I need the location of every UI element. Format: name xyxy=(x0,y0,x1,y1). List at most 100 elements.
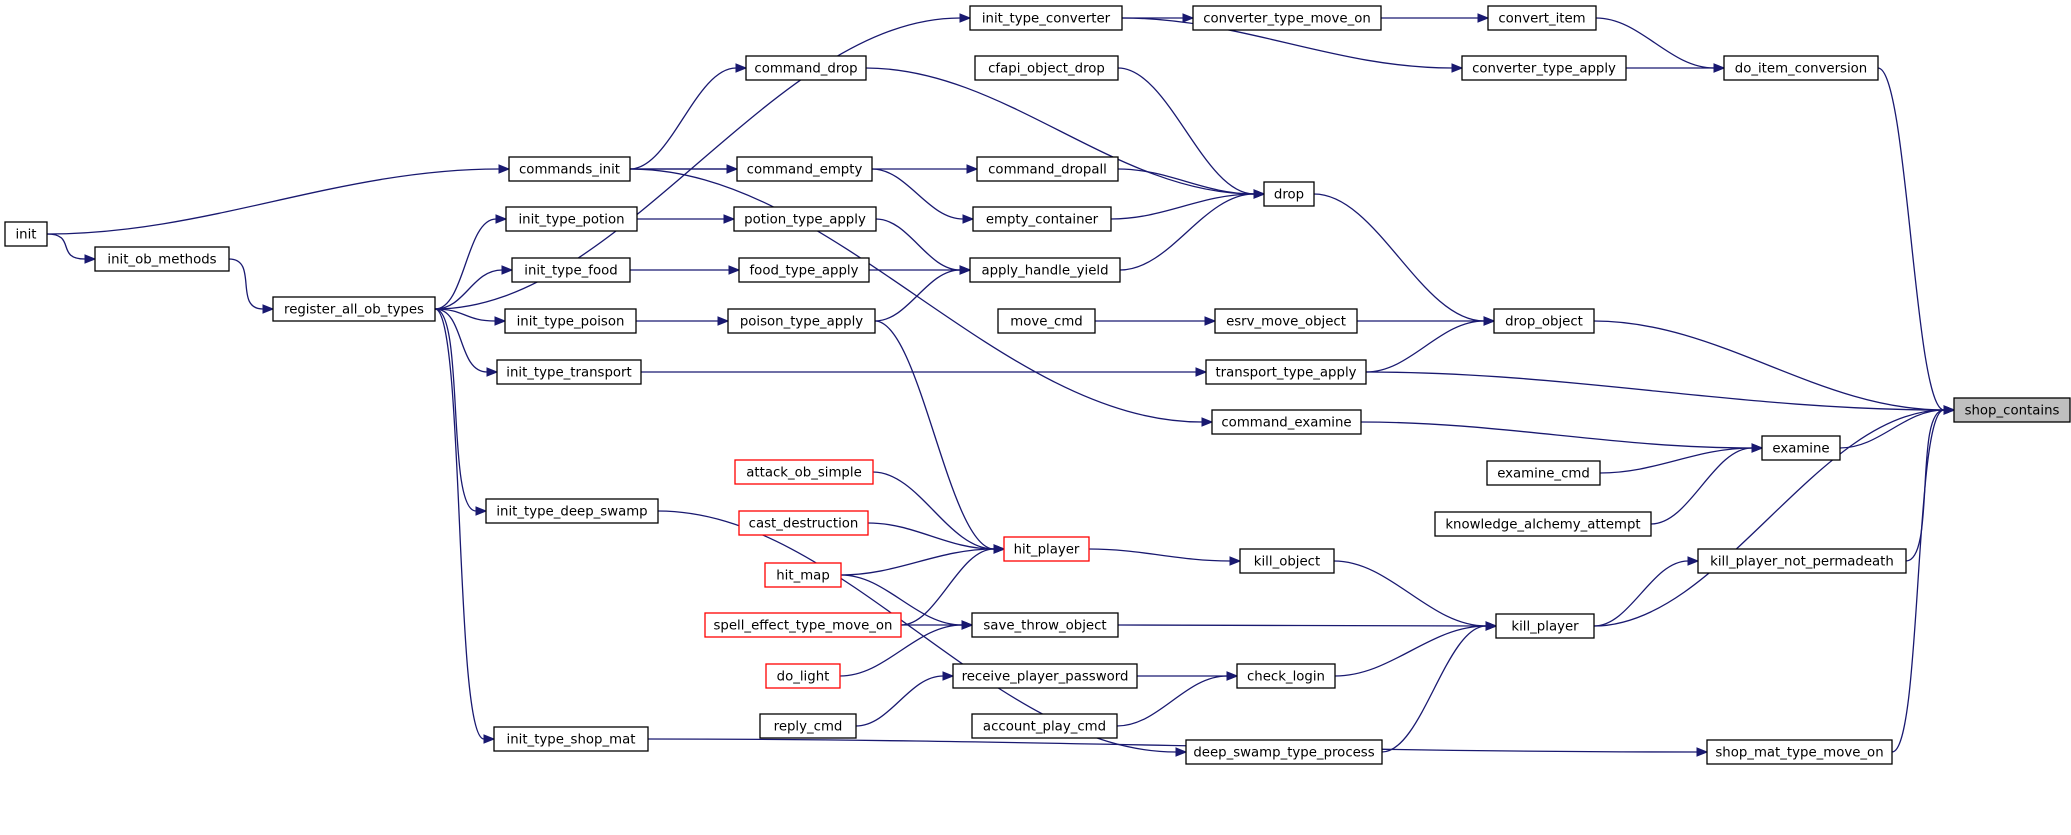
node-command_examine[interactable]: command_examine xyxy=(1211,409,1362,435)
node-box-examine_cmd[interactable] xyxy=(1486,460,1601,486)
node-box-examine[interactable] xyxy=(1761,435,1841,461)
node-box-food_type_apply[interactable] xyxy=(738,257,870,283)
node-examine_cmd[interactable]: examine_cmd xyxy=(1486,460,1601,486)
node-hit_map[interactable]: hit_map xyxy=(764,562,842,588)
node-spell_effect_type_move_on[interactable]: spell_effect_type_move_on xyxy=(704,612,902,638)
node-box-account_play_cmd[interactable] xyxy=(971,713,1118,739)
node-attack_ob_simple[interactable]: attack_ob_simple xyxy=(734,459,874,485)
node-box-command_drop[interactable] xyxy=(745,55,867,81)
node-do_light[interactable]: do_light xyxy=(765,663,841,689)
node-box-drop[interactable] xyxy=(1263,181,1315,207)
node-account_play_cmd[interactable]: account_play_cmd xyxy=(971,713,1118,739)
node-command_drop[interactable]: command_drop xyxy=(745,55,867,81)
node-box-cfapi_object_drop[interactable] xyxy=(974,55,1119,81)
node-box-converter_type_apply[interactable] xyxy=(1461,55,1627,81)
node-box-empty_container[interactable] xyxy=(972,206,1112,232)
node-poison_type_apply[interactable]: poison_type_apply xyxy=(727,308,876,334)
node-drop_object[interactable]: drop_object xyxy=(1493,308,1595,334)
node-examine[interactable]: examine xyxy=(1761,435,1841,461)
node-init_type_transport[interactable]: init_type_transport xyxy=(496,359,642,385)
node-box-init_type_food[interactable] xyxy=(511,257,631,283)
node-box-init[interactable] xyxy=(4,221,48,247)
node-box-init_type_converter[interactable] xyxy=(969,5,1123,31)
node-box-receive_player_password[interactable] xyxy=(952,663,1138,689)
node-box-convert_item[interactable] xyxy=(1487,5,1597,31)
node-box-attack_ob_simple[interactable] xyxy=(734,459,874,485)
node-food_type_apply[interactable]: food_type_apply xyxy=(738,257,870,283)
node-box-register_all_ob_types[interactable] xyxy=(272,296,436,322)
node-box-do_item_conversion[interactable] xyxy=(1723,55,1879,81)
node-box-drop_object[interactable] xyxy=(1493,308,1595,334)
node-box-commands_init[interactable] xyxy=(508,156,631,182)
node-do_item_conversion[interactable]: do_item_conversion xyxy=(1723,55,1879,81)
node-box-check_login[interactable] xyxy=(1236,663,1336,689)
node-box-converter_type_move_on[interactable] xyxy=(1192,5,1382,31)
node-deep_swamp_type_process[interactable]: deep_swamp_type_process xyxy=(1185,739,1383,765)
node-box-init_type_shop_mat[interactable] xyxy=(493,726,649,752)
node-box-kill_object[interactable] xyxy=(1239,548,1335,574)
node-cfapi_object_drop[interactable]: cfapi_object_drop xyxy=(974,55,1119,81)
node-box-shop_mat_type_move_on[interactable] xyxy=(1706,739,1893,765)
node-box-cast_destruction[interactable] xyxy=(738,510,869,536)
node-box-kill_player_not_permadeath[interactable] xyxy=(1697,548,1907,574)
node-transport_type_apply[interactable]: transport_type_apply xyxy=(1205,359,1367,385)
node-kill_player[interactable]: kill_player xyxy=(1495,613,1595,639)
node-box-knowledge_alchemy_attempt[interactable] xyxy=(1434,511,1652,537)
node-save_throw_object[interactable]: save_throw_object xyxy=(971,612,1119,638)
node-box-command_dropall[interactable] xyxy=(976,156,1119,182)
node-init_type_shop_mat[interactable]: init_type_shop_mat xyxy=(493,726,649,752)
node-init_type_converter[interactable]: init_type_converter xyxy=(969,5,1123,31)
node-box-do_light[interactable] xyxy=(765,663,841,689)
node-box-init_type_transport[interactable] xyxy=(496,359,642,385)
node-box-init_ob_methods[interactable] xyxy=(94,246,230,272)
node-init_type_food[interactable]: init_type_food xyxy=(511,257,631,283)
node-reply_cmd[interactable]: reply_cmd xyxy=(759,713,857,739)
node-box-command_empty[interactable] xyxy=(736,156,873,182)
node-init_type_potion[interactable]: init_type_potion xyxy=(505,206,638,232)
node-box-kill_player[interactable] xyxy=(1495,613,1595,639)
node-drop[interactable]: drop xyxy=(1263,181,1315,207)
node-apply_handle_yield[interactable]: apply_handle_yield xyxy=(969,257,1121,283)
node-receive_player_password[interactable]: receive_player_password xyxy=(952,663,1138,689)
node-cast_destruction[interactable]: cast_destruction xyxy=(738,510,869,536)
node-box-command_examine[interactable] xyxy=(1211,409,1362,435)
node-init_type_deep_swamp[interactable]: init_type_deep_swamp xyxy=(485,498,659,524)
node-init[interactable]: init xyxy=(4,221,48,247)
node-box-spell_effect_type_move_on[interactable] xyxy=(704,612,902,638)
node-box-potion_type_apply[interactable] xyxy=(733,206,877,232)
node-box-init_type_potion[interactable] xyxy=(505,206,638,232)
node-potion_type_apply[interactable]: potion_type_apply xyxy=(733,206,877,232)
node-register_all_ob_types[interactable]: register_all_ob_types xyxy=(272,296,436,322)
node-box-hit_map[interactable] xyxy=(764,562,842,588)
node-box-deep_swamp_type_process[interactable] xyxy=(1185,739,1383,765)
node-converter_type_apply[interactable]: converter_type_apply xyxy=(1461,55,1627,81)
node-move_cmd[interactable]: move_cmd xyxy=(997,308,1096,334)
node-esrv_move_object[interactable]: esrv_move_object xyxy=(1214,308,1358,334)
node-box-init_type_deep_swamp[interactable] xyxy=(485,498,659,524)
node-shop_contains[interactable]: shop_contains xyxy=(1953,397,2071,423)
node-init_ob_methods[interactable]: init_ob_methods xyxy=(94,246,230,272)
node-box-apply_handle_yield[interactable] xyxy=(969,257,1121,283)
node-convert_item[interactable]: convert_item xyxy=(1487,5,1597,31)
node-kill_player_not_permadeath[interactable]: kill_player_not_permadeath xyxy=(1697,548,1907,574)
node-check_login[interactable]: check_login xyxy=(1236,663,1336,689)
node-box-init_type_poison[interactable] xyxy=(504,308,637,334)
node-box-move_cmd[interactable] xyxy=(997,308,1096,334)
node-knowledge_alchemy_attempt[interactable]: knowledge_alchemy_attempt xyxy=(1434,511,1652,537)
node-box-shop_contains[interactable] xyxy=(1953,397,2071,423)
node-init_type_poison[interactable]: init_type_poison xyxy=(504,308,637,334)
node-box-esrv_move_object[interactable] xyxy=(1214,308,1358,334)
node-box-save_throw_object[interactable] xyxy=(971,612,1119,638)
node-converter_type_move_on[interactable]: converter_type_move_on xyxy=(1192,5,1382,31)
node-box-poison_type_apply[interactable] xyxy=(727,308,876,334)
node-box-transport_type_apply[interactable] xyxy=(1205,359,1367,385)
node-box-reply_cmd[interactable] xyxy=(759,713,857,739)
node-shop_mat_type_move_on[interactable]: shop_mat_type_move_on xyxy=(1706,739,1893,765)
node-box-hit_player[interactable] xyxy=(1003,536,1090,562)
node-kill_object[interactable]: kill_object xyxy=(1239,548,1335,574)
node-command_empty[interactable]: command_empty xyxy=(736,156,873,182)
node-empty_container[interactable]: empty_container xyxy=(972,206,1112,232)
node-commands_init[interactable]: commands_init xyxy=(508,156,631,182)
node-hit_player[interactable]: hit_player xyxy=(1003,536,1090,562)
node-command_dropall[interactable]: command_dropall xyxy=(976,156,1119,182)
